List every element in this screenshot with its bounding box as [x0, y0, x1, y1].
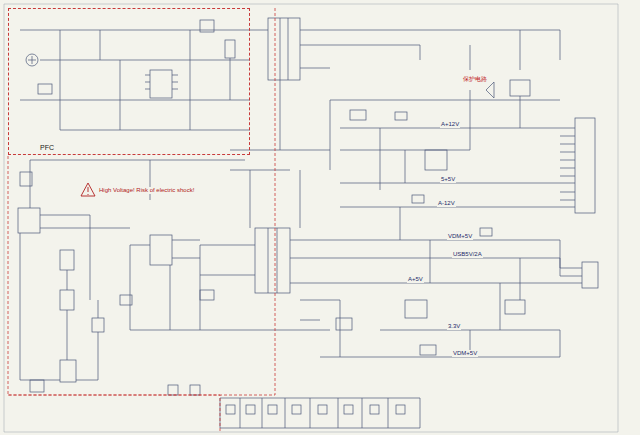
rail-label: VDM+5V — [447, 233, 473, 240]
region-label: PFC — [39, 144, 55, 152]
warning-note: 保护电路 — [462, 76, 488, 83]
rail-label: A+5V — [407, 276, 424, 283]
rail-label: 3.3V — [447, 323, 461, 330]
region-outline: PFC — [8, 8, 250, 155]
rail-label: USB5V/2A — [452, 251, 483, 258]
rail-label: A+12V — [440, 121, 460, 128]
rail-label: A-12V — [437, 200, 456, 207]
rail-label: 5+5V — [440, 176, 456, 183]
rail-label: VDM+5V — [452, 350, 478, 357]
warning-note: High Voltage! Risk of electric shock! — [98, 187, 195, 194]
